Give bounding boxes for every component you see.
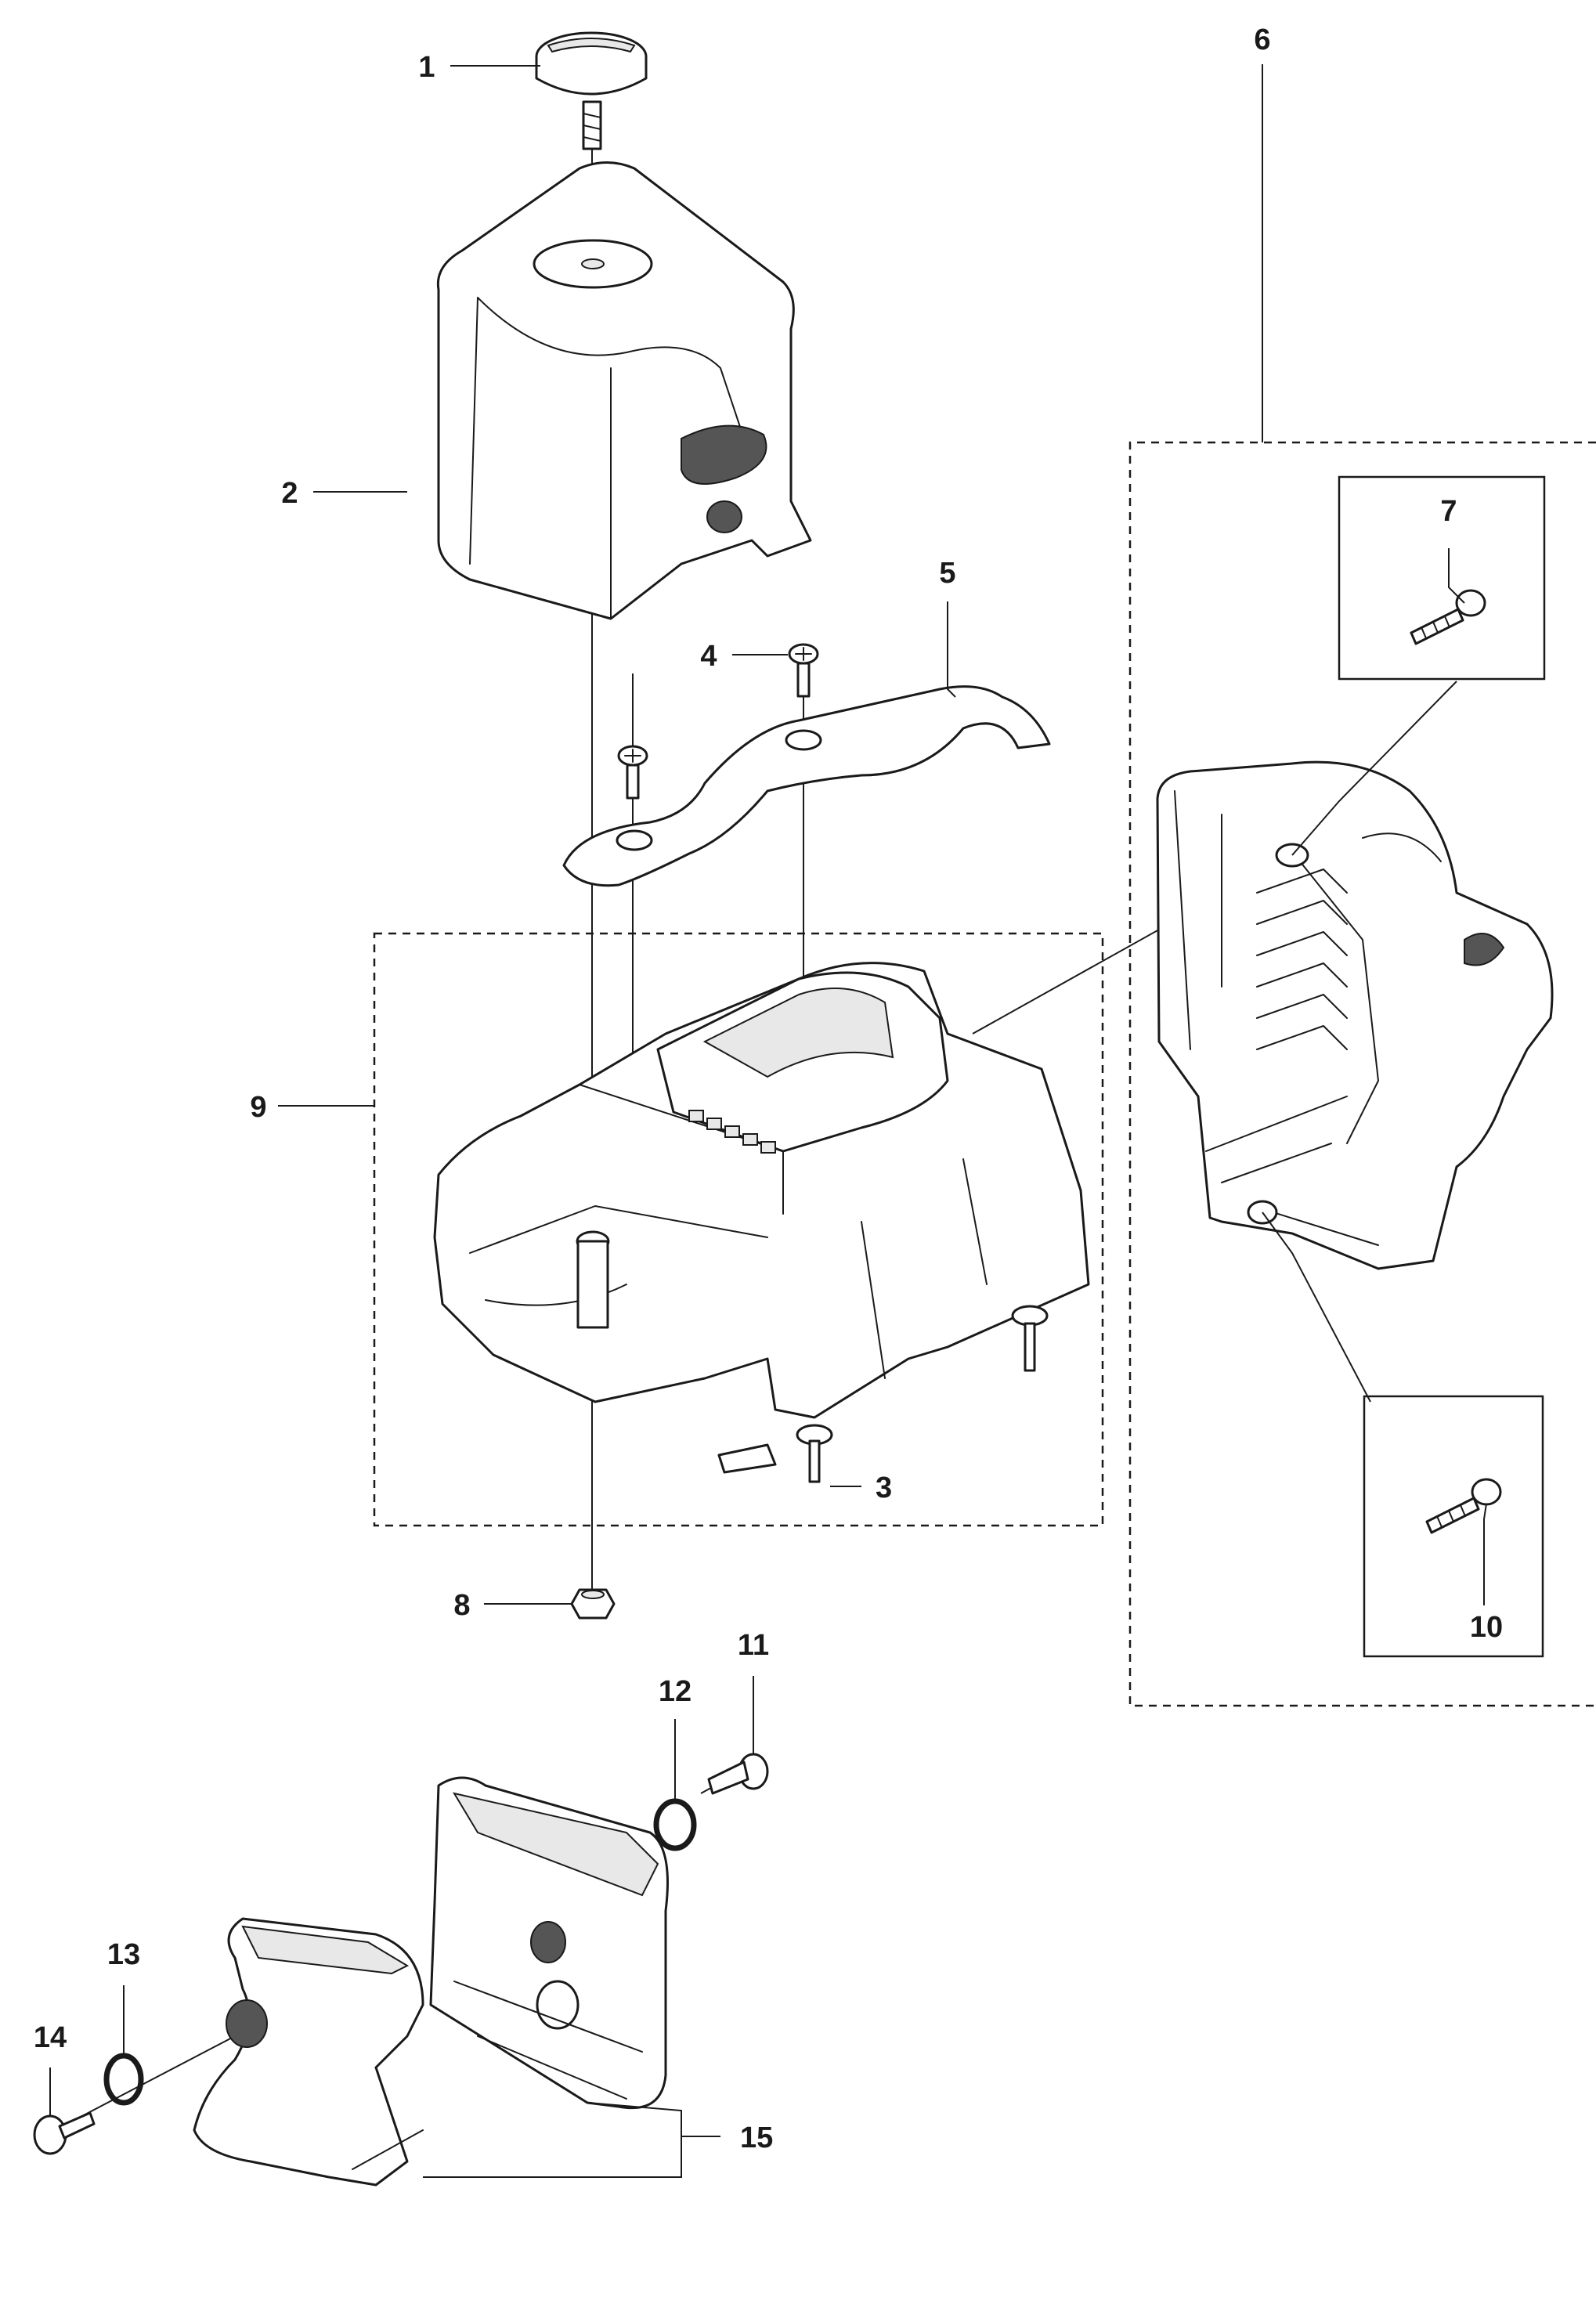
screw-10-part <box>1425 1478 1502 1534</box>
o-ring-13-part <box>103 2053 144 2106</box>
fuel-cap-part <box>535 31 648 150</box>
screw-14-part <box>33 2111 96 2155</box>
o-ring-12-part <box>653 1798 697 1851</box>
group-box-9 <box>373 932 1104 1527</box>
callout-15: 15 <box>740 2122 773 2154</box>
callout-4: 4 <box>700 640 717 673</box>
callout-11: 11 <box>738 1629 769 1662</box>
callout-2: 2 <box>281 477 298 510</box>
group-box-6 <box>1128 441 1596 1707</box>
cylinder-shroud-part <box>1156 760 1554 1270</box>
callout-8: 8 <box>453 1589 470 1622</box>
detail-box-10 <box>1363 1395 1544 1658</box>
screw-11-part <box>707 1753 769 1795</box>
shroud-fins <box>1256 868 1348 1050</box>
callout-5: 5 <box>939 557 955 590</box>
handle-housing-part <box>193 1776 669 2187</box>
callout-14: 14 <box>34 2021 67 2054</box>
screw-4-part <box>617 643 819 800</box>
callout-9: 9 <box>250 1091 266 1124</box>
handle-bar-part <box>562 685 1051 887</box>
top-cover-part <box>436 161 812 620</box>
housing-part <box>433 962 1090 1483</box>
callout-1: 1 <box>418 51 435 84</box>
detail-box-7 <box>1338 475 1546 681</box>
callout-10: 10 <box>1470 1611 1503 1644</box>
nut-part <box>570 1588 616 1620</box>
callout-6: 6 <box>1254 23 1270 56</box>
callout-13: 13 <box>107 1938 140 1971</box>
callout-3: 3 <box>876 1472 892 1504</box>
callout-7: 7 <box>1440 495 1457 528</box>
screw-7-part <box>1410 589 1486 645</box>
callout-12: 12 <box>659 1675 691 1708</box>
